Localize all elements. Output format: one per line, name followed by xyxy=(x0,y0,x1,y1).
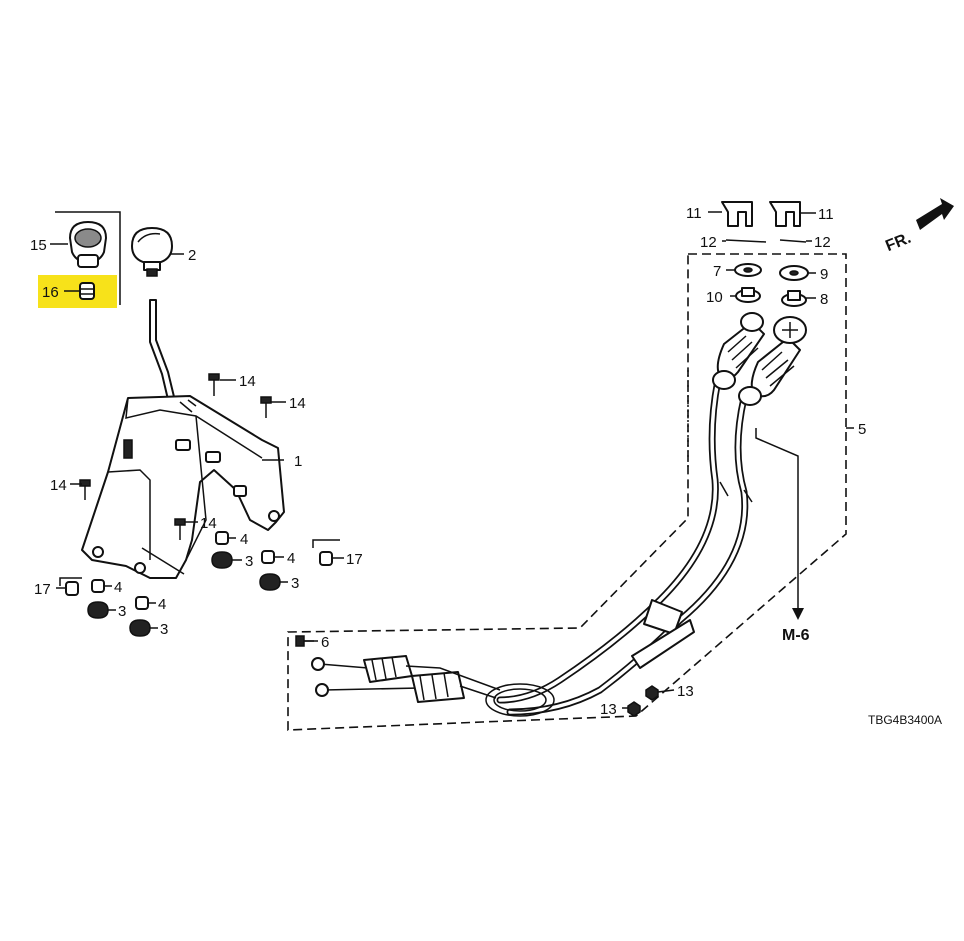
callout-7[interactable]: 7 xyxy=(713,263,721,280)
collar-4-a[interactable] xyxy=(215,531,229,545)
collar-4-d[interactable] xyxy=(135,596,149,610)
pin-12-b[interactable] xyxy=(779,239,807,243)
callout-9[interactable]: 9 xyxy=(820,266,828,283)
part-5-cable-assembly[interactable] xyxy=(287,253,854,731)
callout-leaders xyxy=(50,211,816,709)
callout-12-a[interactable]: 12 xyxy=(700,234,717,251)
callout-14-b[interactable]: 14 xyxy=(289,395,306,412)
part-16-insert[interactable] xyxy=(79,282,95,300)
callout-15[interactable]: 15 xyxy=(30,237,47,254)
callout-10[interactable]: 10 xyxy=(706,289,723,306)
callout-2[interactable]: 2 xyxy=(188,247,196,264)
callout-8[interactable]: 8 xyxy=(820,291,828,308)
clip-17-a[interactable] xyxy=(312,539,340,566)
callout-4-a[interactable]: 4 xyxy=(240,531,248,548)
collar-4-c[interactable] xyxy=(91,579,105,593)
nut-3-b[interactable] xyxy=(259,573,281,591)
pin-12-a[interactable] xyxy=(725,239,767,243)
callout-4-b[interactable]: 4 xyxy=(287,550,295,567)
nut-3-c[interactable] xyxy=(87,601,109,619)
callout-13-b[interactable]: 13 xyxy=(600,701,617,718)
lock-clip-11-b[interactable] xyxy=(769,201,801,227)
part-1-shift-lever-assembly[interactable] xyxy=(81,299,285,579)
callout-11-a[interactable]: 11 xyxy=(686,205,702,222)
bushing-8[interactable] xyxy=(781,290,807,307)
callout-12-b[interactable]: 12 xyxy=(814,234,831,251)
callout-3-c[interactable]: 3 xyxy=(118,603,126,620)
washer-7[interactable] xyxy=(734,263,762,277)
clip-17-b[interactable] xyxy=(59,577,82,596)
front-marker-text: FR. xyxy=(883,230,913,255)
drawing-code: TBG4B3400A xyxy=(868,713,942,727)
nut-3-a[interactable] xyxy=(211,551,233,569)
callout-14-a[interactable]: 14 xyxy=(239,373,256,390)
callout-5[interactable]: 5 xyxy=(858,421,866,438)
callout-3-b[interactable]: 3 xyxy=(291,575,299,592)
callout-3-a[interactable]: 3 xyxy=(245,553,253,570)
washer-9[interactable] xyxy=(779,265,809,281)
callout-4-d[interactable]: 4 xyxy=(158,596,166,613)
callout-3-d[interactable]: 3 xyxy=(160,621,168,638)
callout-4-c[interactable]: 4 xyxy=(114,579,122,596)
callout-14-c[interactable]: 14 xyxy=(50,477,67,494)
callout-17-b[interactable]: 17 xyxy=(34,581,51,598)
bolt-14-c[interactable] xyxy=(79,479,91,500)
callout-11-b[interactable]: 11 xyxy=(818,206,834,223)
part-2-shift-knob[interactable] xyxy=(131,227,173,277)
bushing-10[interactable] xyxy=(735,287,761,303)
reference-m6[interactable]: M-6 xyxy=(782,627,810,644)
callout-1[interactable]: 1 xyxy=(294,453,302,470)
collar-4-b[interactable] xyxy=(261,550,275,564)
callout-17-a[interactable]: 17 xyxy=(346,551,363,568)
callout-13-a[interactable]: 13 xyxy=(677,683,694,700)
callout-14-d[interactable]: 14 xyxy=(200,515,217,532)
front-direction-marker: FR. xyxy=(883,198,954,255)
bolt-14-b[interactable] xyxy=(260,396,272,418)
callout-labels: 15 16 2 14 14 1 14 14 4 3 4 17 3 17 4 3 … xyxy=(30,205,942,727)
nut-13-b[interactable] xyxy=(627,701,641,717)
nut-13-a[interactable] xyxy=(645,685,659,701)
nut-3-d[interactable] xyxy=(129,619,151,637)
bolt-14-a[interactable] xyxy=(208,373,220,396)
lock-clip-11-a[interactable] xyxy=(721,201,753,227)
callout-6[interactable]: 6 xyxy=(321,634,329,651)
callout-16[interactable]: 16 xyxy=(42,284,59,301)
